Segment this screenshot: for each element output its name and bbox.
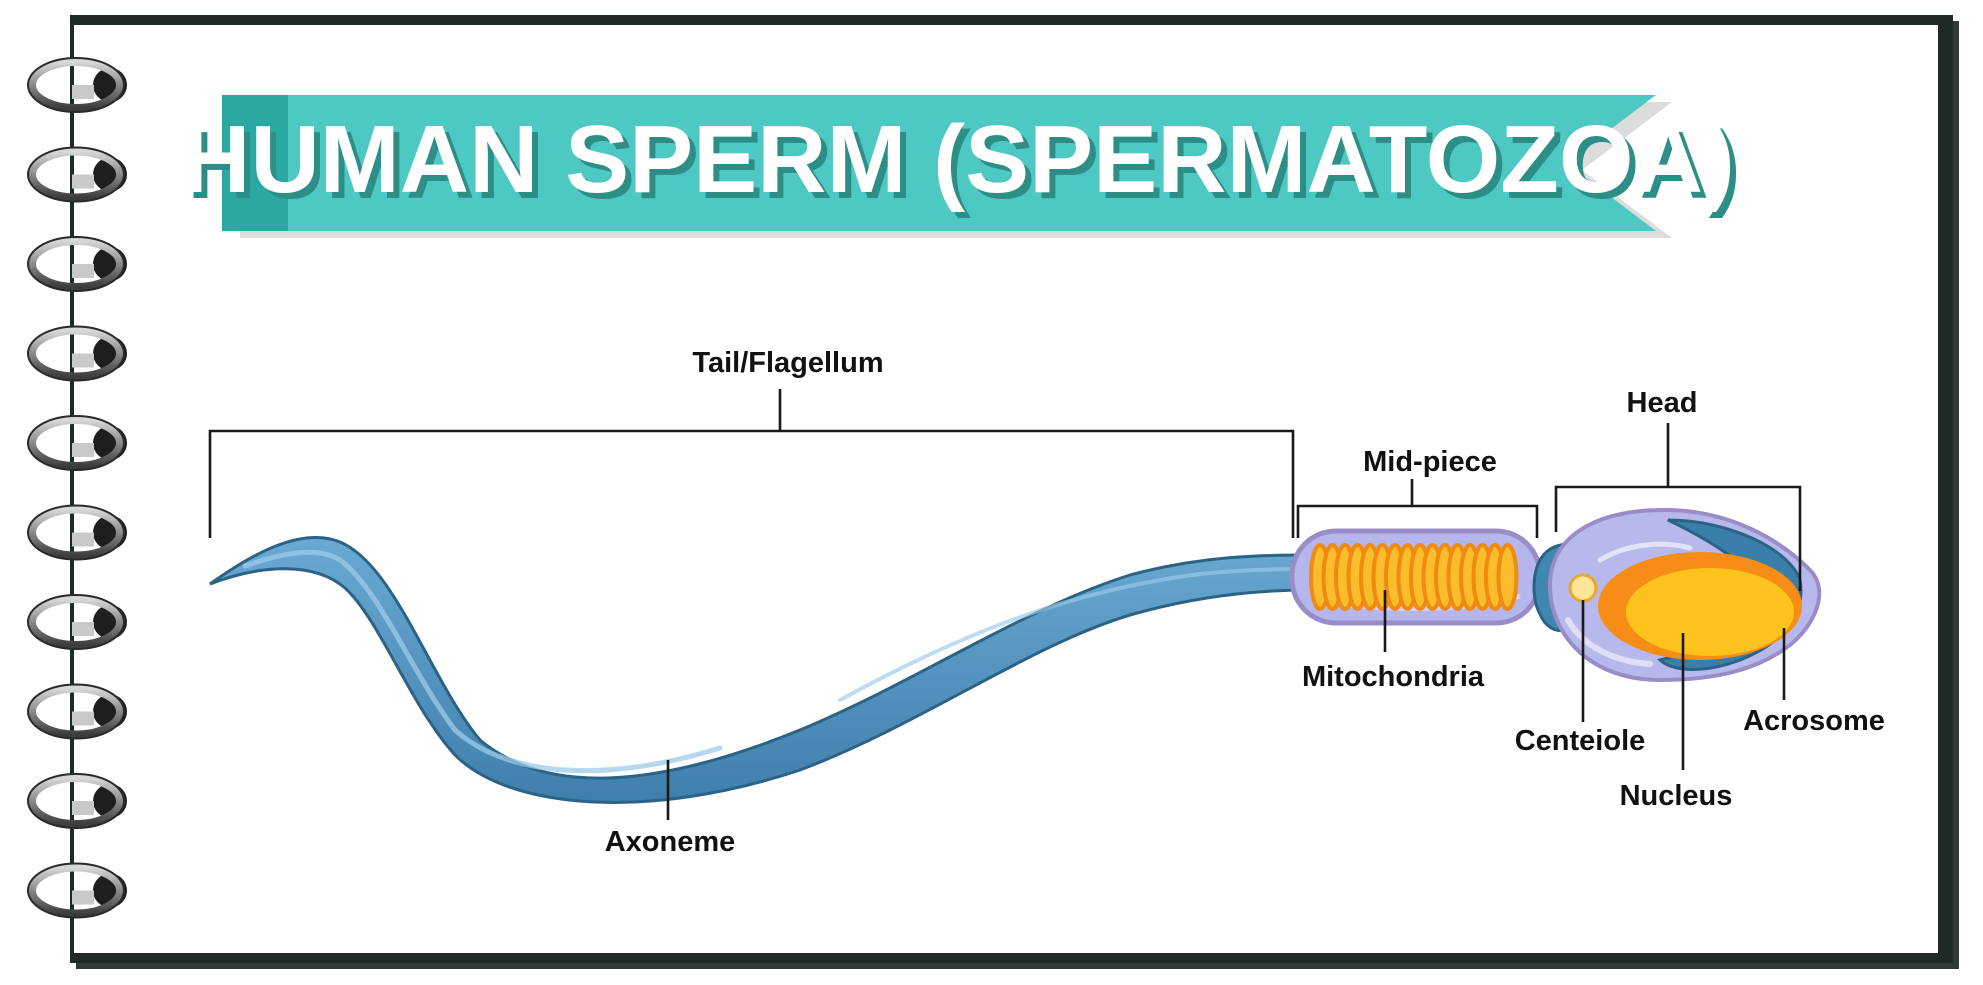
spiral-ring bbox=[27, 504, 127, 561]
title-shadow: HUMAN SPERM (SPERMATOZOA) bbox=[187, 112, 1741, 219]
centriole bbox=[1568, 573, 1598, 603]
spiral-ring bbox=[27, 236, 127, 292]
spiral-binding bbox=[27, 57, 127, 919]
axoneme-label: Axoneme bbox=[605, 826, 736, 858]
spiral-ring bbox=[27, 773, 127, 829]
acrosome-label: Acrosome bbox=[1743, 705, 1885, 737]
mitochondria-coil bbox=[1309, 543, 1519, 611]
mitochondria-coil-loop bbox=[1496, 543, 1519, 611]
page-title: HUMAN SPERM (SPERMATOZOA) bbox=[181, 106, 1735, 213]
head-label: Head bbox=[1627, 387, 1698, 419]
banner-ribbon bbox=[222, 95, 1656, 231]
tail-flagellum bbox=[209, 536, 1312, 804]
title-banner: HUMAN SPERM (SPERMATOZOA) HUMAN SPERM (S… bbox=[181, 95, 1741, 238]
head-bracket bbox=[1554, 423, 1802, 591]
midpiece-bracket bbox=[1296, 479, 1539, 538]
tail-highlight bbox=[242, 549, 723, 774]
banner-tab bbox=[222, 95, 288, 231]
spiral-ring bbox=[27, 683, 127, 740]
tail-label: Tail/Flagellum bbox=[692, 347, 883, 379]
nucleus-label: Nucleus bbox=[1620, 780, 1733, 812]
spiral-ring bbox=[27, 594, 127, 650]
nucleus-inner bbox=[1626, 568, 1794, 656]
spiral-ring bbox=[27, 862, 127, 919]
head bbox=[1547, 507, 1822, 683]
spiral-ring bbox=[27, 415, 127, 471]
centeiole-label: Centeiole bbox=[1515, 725, 1646, 757]
tail-bracket bbox=[208, 389, 1295, 538]
midpiece-label: Mid-piece bbox=[1363, 446, 1497, 478]
spiral-ring bbox=[27, 57, 127, 113]
spiral-ring bbox=[27, 325, 127, 382]
spiral-ring bbox=[27, 146, 127, 203]
midpiece bbox=[1289, 528, 1543, 626]
mitochondria-label: Mitochondria bbox=[1302, 661, 1485, 693]
